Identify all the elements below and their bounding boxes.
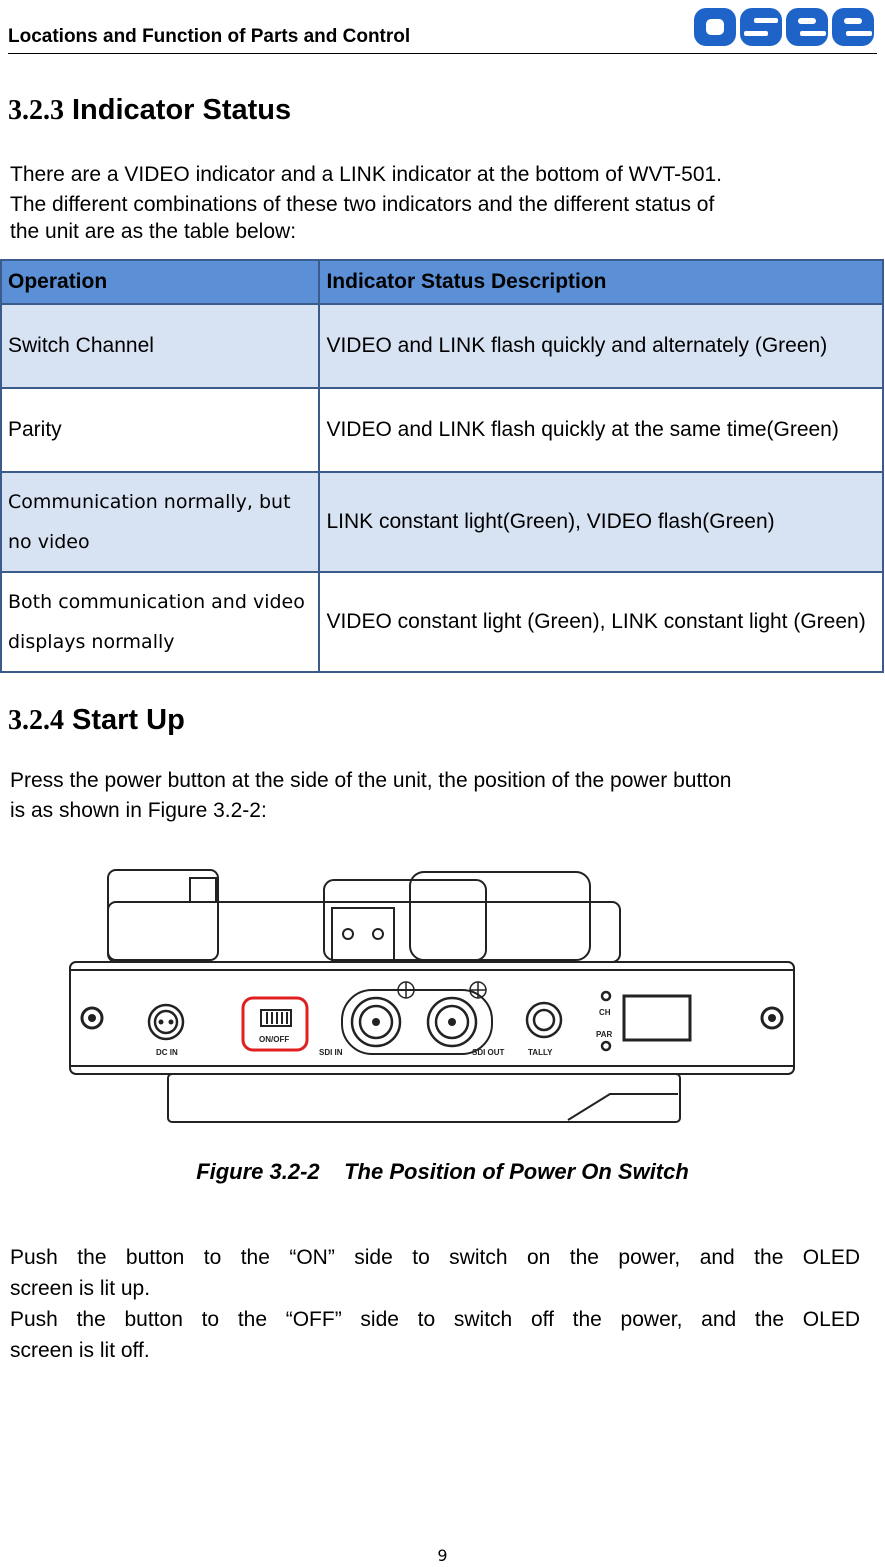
section-number: 3.2.3 xyxy=(8,95,64,126)
body-line: Push the button to the “OFF” side to swi… xyxy=(10,1308,860,1331)
operation-cell: Switch Channel xyxy=(0,303,321,389)
indicator-intro: There are a VIDEO indicator and a LINK i… xyxy=(10,160,722,244)
body-line: Push the button to the “ON” side to swit… xyxy=(10,1246,860,1269)
label-ch: CH xyxy=(599,1008,611,1017)
table-row: Both communication and video displays no… xyxy=(0,571,884,673)
intro-line: is as shown in Figure 3.2-2: xyxy=(10,799,267,822)
description-cell: VIDEO and LINK flash quickly at the same… xyxy=(318,387,884,473)
operation-cell: Parity xyxy=(0,387,321,473)
figure-caption: Figure 3.2-2 The Position of Power On Sw… xyxy=(196,1159,689,1184)
table-row: Parity VIDEO and LINK flash quickly at t… xyxy=(0,387,884,473)
column-header-description: Indicator Status Description xyxy=(318,259,884,305)
section-title: Indicator Status xyxy=(72,94,292,126)
power-instructions: Push the button to the “ON” side to swit… xyxy=(10,1242,860,1366)
section-heading-start-up: 3.2.4 Start Up xyxy=(8,704,185,737)
label-sdi-in: SDI IN xyxy=(319,1048,343,1057)
device-rear-panel-figure: DC IN ON/OFF SDI IN SDI OUT TALLY CH PAR xyxy=(69,869,795,1123)
description-cell: VIDEO constant light (Green), LINK const… xyxy=(318,571,884,673)
operation-cell: Both communication and video displays no… xyxy=(0,571,321,673)
indicator-status-table: Operation Indicator Status Description S… xyxy=(0,259,884,673)
section-heading-indicator-status: 3.2.3 Indicator Status xyxy=(8,94,291,127)
column-header-operation: Operation xyxy=(0,259,321,305)
operation-cell: Communication normally, but no video xyxy=(0,471,321,573)
label-tally: TALLY xyxy=(528,1048,553,1057)
intro-line: The different combinations of these two … xyxy=(10,193,715,216)
osee-logo xyxy=(694,8,874,46)
label-dc-in: DC IN xyxy=(156,1048,178,1057)
section-title: Start Up xyxy=(72,704,185,736)
label-sdi-out: SDI OUT xyxy=(472,1048,505,1057)
description-cell: LINK constant light(Green), VIDEO flash(… xyxy=(318,471,884,573)
label-on-off: ON/OFF xyxy=(259,1035,289,1044)
intro-line: Press the power button at the side of th… xyxy=(10,769,732,792)
intro-line: the unit are as the table below: xyxy=(10,220,297,243)
header-rule xyxy=(8,53,877,54)
start-up-intro: Press the power button at the side of th… xyxy=(10,766,731,826)
page-number: 9 xyxy=(437,1546,448,1565)
section-number: 3.2.4 xyxy=(8,705,64,736)
body-line: screen is lit up. xyxy=(10,1277,151,1300)
description-cell: VIDEO and LINK flash quickly and alterna… xyxy=(318,303,884,389)
table-row: Communication normally, but no video LIN… xyxy=(0,471,884,573)
table-row: Switch Channel VIDEO and LINK flash quic… xyxy=(0,303,884,389)
header-title: Locations and Function of Parts and Cont… xyxy=(8,26,411,47)
table-header-row: Operation Indicator Status Description xyxy=(0,259,884,305)
intro-line: There are a VIDEO indicator and a LINK i… xyxy=(10,163,723,186)
label-par: PAR xyxy=(596,1030,613,1039)
body-line: screen is lit off. xyxy=(10,1339,150,1362)
